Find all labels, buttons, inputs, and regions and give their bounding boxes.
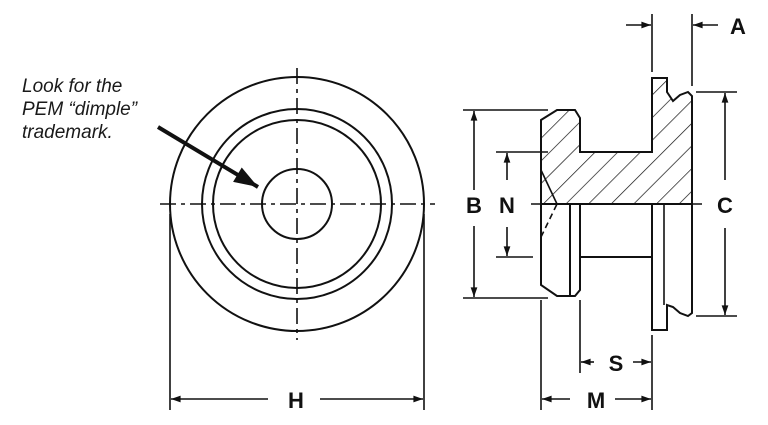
- dimension-c: [696, 91, 737, 317]
- note-line-3: trademark.: [22, 122, 113, 143]
- label-c: C: [717, 193, 733, 218]
- note-line-1: Look for the: [22, 76, 123, 97]
- note-line-2: PEM “dimple”: [22, 99, 138, 120]
- dimension-a: [626, 14, 718, 86]
- section-hatch: [540, 77, 693, 205]
- label-b: B: [466, 193, 482, 218]
- dimension-b: [463, 109, 548, 299]
- label-h: H: [288, 388, 304, 413]
- dimple-leader-arrow: [156, 125, 260, 189]
- dimension-n: [496, 151, 548, 258]
- label-a: A: [730, 14, 746, 39]
- dimension-m: [540, 300, 651, 410]
- dimension-s: [579, 300, 653, 410]
- dimple-trademark-note: Look for the PEM “dimple” trademark.: [22, 75, 137, 144]
- label-n: N: [499, 193, 515, 218]
- section-view: [531, 77, 702, 331]
- label-s: S: [609, 351, 624, 376]
- label-m: M: [587, 388, 605, 413]
- front-view: [160, 68, 435, 410]
